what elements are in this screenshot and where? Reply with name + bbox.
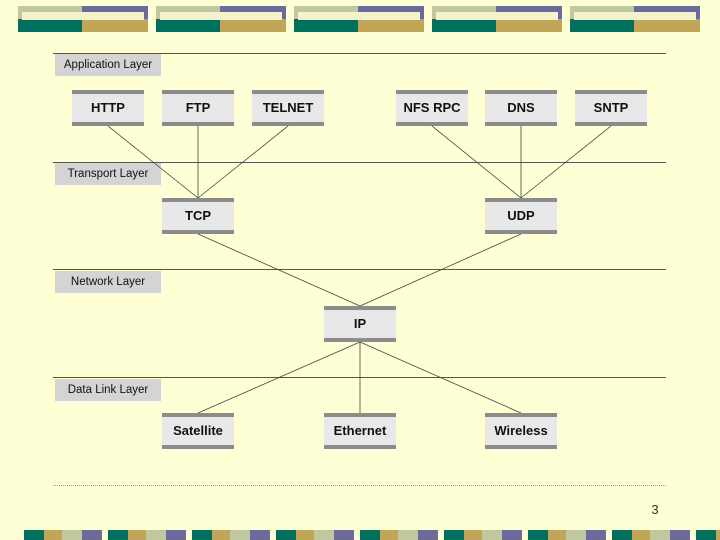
sntp-label: SNTP xyxy=(593,100,629,115)
connector-sntp-udp xyxy=(520,125,612,199)
tcp-label: TCP xyxy=(185,208,211,223)
bottom-deco-block xyxy=(444,530,522,540)
http-box: HTTP xyxy=(72,90,144,126)
application-layer-label: Application Layer xyxy=(55,54,161,76)
ip-label: IP xyxy=(353,316,367,331)
network-layer-line xyxy=(53,269,666,270)
transport-layer-label: Transport Layer xyxy=(55,163,161,185)
footer-divider xyxy=(53,485,666,486)
page-number: 3 xyxy=(651,502,659,517)
bottom-deco-block xyxy=(696,530,720,540)
data-link-layer-label: Data Link Layer xyxy=(55,379,161,401)
top-deco-block xyxy=(432,6,562,32)
top-deco-block xyxy=(570,6,700,32)
udp-box: UDP xyxy=(485,198,557,234)
satellite-label: Satellite xyxy=(173,423,223,438)
bottom-deco-block xyxy=(108,530,186,540)
ftp-label: FTP xyxy=(185,100,211,115)
top-decoration xyxy=(0,0,720,36)
bottom-deco-block xyxy=(612,530,690,540)
transport-layer-line xyxy=(53,162,666,163)
telnet-box: TELNET xyxy=(252,90,324,126)
network-layer-label: Network Layer xyxy=(55,271,161,293)
bottom-deco-block xyxy=(24,530,102,540)
dns-label: DNS xyxy=(507,100,535,115)
nfs-rpc-box: NFS RPC xyxy=(396,90,468,126)
satellite-box: Satellite xyxy=(162,413,234,449)
connector-ip-satellite xyxy=(197,341,361,414)
ftp-box: FTP xyxy=(162,90,234,126)
telnet-label: TELNET xyxy=(262,100,314,115)
ethernet-box: Ethernet xyxy=(324,413,396,449)
bottom-decoration xyxy=(0,530,720,540)
tcp-box: TCP xyxy=(162,198,234,234)
application-layer-line xyxy=(53,53,666,54)
top-deco-block xyxy=(156,6,286,32)
dns-box: DNS xyxy=(485,90,557,126)
wireless-label: Wireless xyxy=(494,423,548,438)
sntp-box: SNTP xyxy=(575,90,647,126)
http-label: HTTP xyxy=(91,100,125,115)
connector-tcp-ip xyxy=(197,233,361,307)
connector-telnet-tcp xyxy=(197,125,289,199)
data-link-layer-line xyxy=(53,377,666,378)
ethernet-label: Ethernet xyxy=(333,423,387,438)
connector-ip-wireless xyxy=(359,341,522,414)
top-deco-block xyxy=(18,6,148,32)
udp-label: UDP xyxy=(507,208,535,223)
connector-nfsrpc-udp xyxy=(431,125,522,199)
bottom-deco-block xyxy=(192,530,270,540)
ip-box: IP xyxy=(324,306,396,342)
bottom-deco-block xyxy=(276,530,354,540)
wireless-box: Wireless xyxy=(485,413,557,449)
connector-http-tcp xyxy=(107,125,199,199)
bottom-deco-block xyxy=(528,530,606,540)
top-deco-block xyxy=(294,6,424,32)
nfs-rpc-label: NFS RPC xyxy=(403,100,461,115)
connector-udp-ip xyxy=(359,233,522,307)
bottom-deco-block xyxy=(360,530,438,540)
